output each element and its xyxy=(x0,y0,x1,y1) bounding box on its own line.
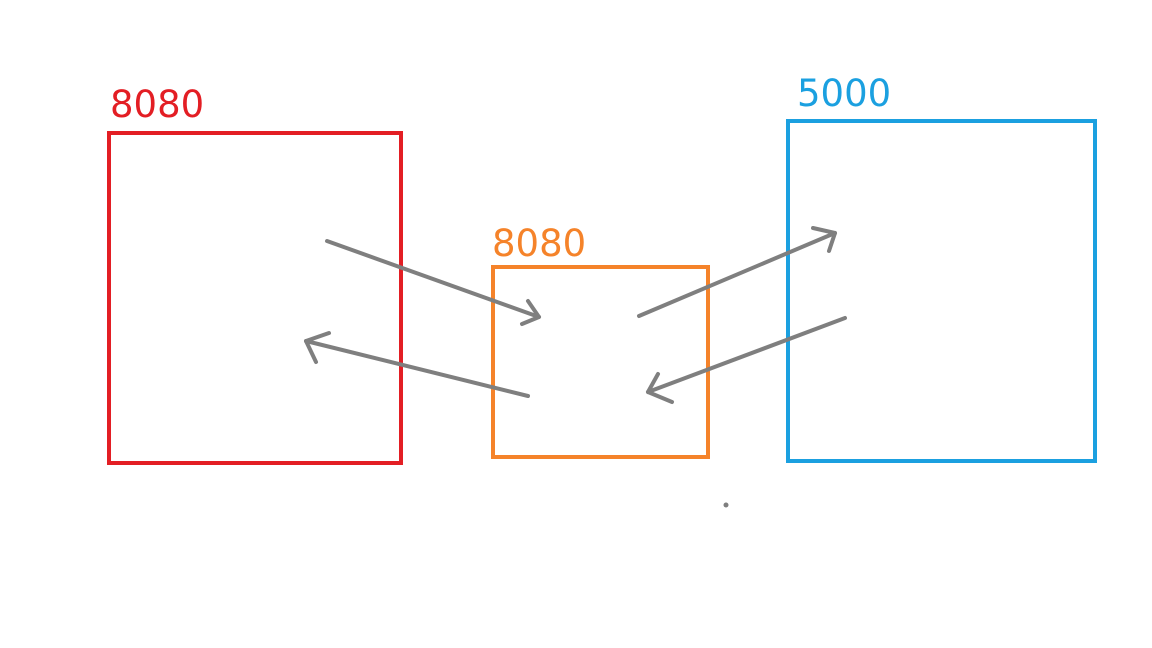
proxy-server-box xyxy=(491,265,710,459)
right-server-box xyxy=(786,119,1097,463)
left-server-box xyxy=(107,131,403,465)
stray-dot xyxy=(723,502,729,508)
proxy-server-port-label: 8080 xyxy=(492,222,587,265)
left-server-port-label: 8080 xyxy=(110,83,205,126)
right-server-port-label: 5000 xyxy=(797,72,892,115)
